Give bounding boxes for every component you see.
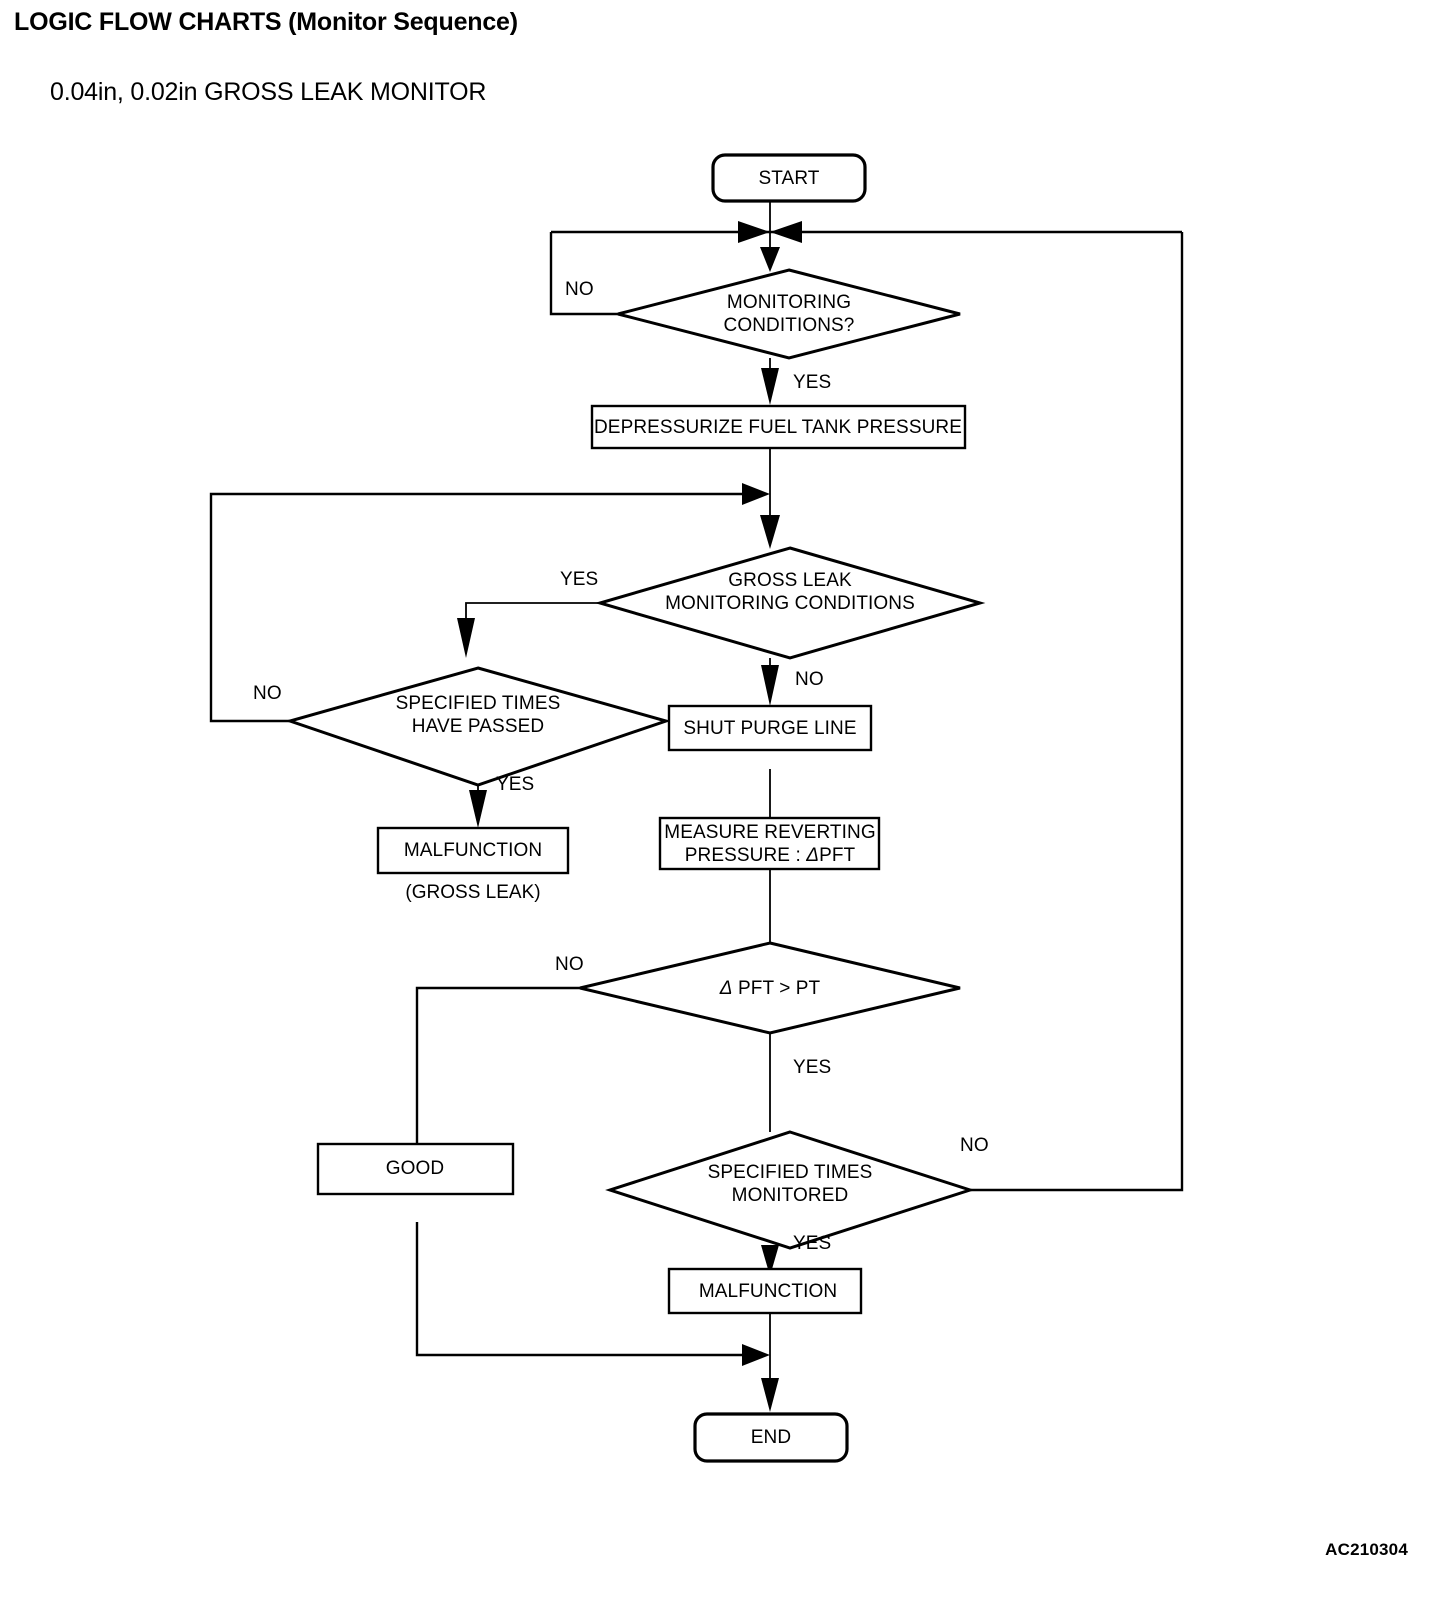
edge-times-passed-no xyxy=(209,492,745,723)
edge-label-pft-yes: YES xyxy=(793,1057,831,1078)
delta-icon: Δ xyxy=(805,845,819,866)
arrowhead-to-end xyxy=(761,1378,779,1412)
node-specified-times-monitored-line2: MONITORED xyxy=(732,1185,849,1206)
arrowhead-right-return xyxy=(770,221,802,243)
node-measure-reverting-pressure-line1: MEASURE REVERTING xyxy=(664,822,875,843)
edge-label-mon-cond-no: NO xyxy=(565,279,594,300)
page-title: LOGIC FLOW CHARTS (Monitor Sequence) xyxy=(14,8,518,36)
node-start xyxy=(711,153,867,203)
edge-good-to-end xyxy=(415,1222,745,1357)
edge-times-mon-no xyxy=(970,232,1184,1192)
node-end-label: END xyxy=(751,1427,791,1448)
node-end xyxy=(693,1412,849,1463)
node-measure-reverting-pressure-line2: PRESSURE : ΔPFT xyxy=(685,845,856,866)
edge-pft-no xyxy=(415,986,600,1170)
edge-label-mon-cond-yes: YES xyxy=(793,372,831,393)
node-monitoring-conditions xyxy=(617,268,961,360)
node-malfunction-final-label: MALFUNCTION xyxy=(699,1281,837,1302)
edge-label-times-passed-no: NO xyxy=(253,683,282,704)
delta-icon-compare: Δ xyxy=(719,978,733,999)
node-specified-times-passed-line2: HAVE PASSED xyxy=(412,716,544,737)
arrowhead-to-depressurize xyxy=(761,368,779,405)
figure-code: AC210304 xyxy=(1325,1540,1408,1559)
node-monitoring-conditions-line2: CONDITIONS? xyxy=(724,315,855,336)
node-depressurize-label: DEPRESSURIZE FUEL TANK PRESSURE xyxy=(594,417,962,438)
node-start-label: START xyxy=(758,168,819,189)
node-malfunction-gross xyxy=(376,826,570,875)
node-pft-comparison xyxy=(579,941,961,1035)
node-specified-times-passed-line1: SPECIFIED TIMES xyxy=(396,693,561,714)
page-subtitle: 0.04in, 0.02in GROSS LEAK MONITOR xyxy=(50,78,487,106)
measure-line2-suffix: PFT xyxy=(819,845,855,866)
edge-gross-yes xyxy=(465,602,600,630)
edge-label-times-passed-yes: YES xyxy=(496,774,534,795)
measure-line2-prefix: PRESSURE : xyxy=(685,845,806,866)
edge-label-gross-no: NO xyxy=(795,669,824,690)
arrowhead-to-shut-purge xyxy=(761,665,779,706)
edge-label-pft-no: NO xyxy=(555,954,584,975)
node-specified-times-monitored-line1: SPECIFIED TIMES xyxy=(708,1162,873,1183)
edge-label-gross-yes: YES xyxy=(560,569,598,590)
arrowhead-good-merge xyxy=(742,1344,770,1366)
node-specified-times-passed xyxy=(284,666,672,787)
node-good xyxy=(316,1142,515,1196)
node-gross-leak-conditions-line1: GROSS LEAK xyxy=(728,570,852,591)
node-specified-times-monitored xyxy=(605,1130,975,1250)
node-malfunction-final xyxy=(667,1267,863,1315)
node-monitoring-conditions-line1: MONITORING xyxy=(727,292,851,313)
arrowhead-to-malf-final xyxy=(761,1245,779,1276)
pft-comparison-rest: PFT > PT xyxy=(733,978,821,999)
edge-label-times-mon-no: NO xyxy=(960,1135,989,1156)
node-shut-purge-line-label: SHUT PURGE LINE xyxy=(683,718,856,739)
arrowhead-gross-yes xyxy=(457,618,475,658)
arrowhead-to-gross-cond xyxy=(760,515,780,549)
node-depressurize xyxy=(590,404,967,450)
arrowhead-to-malf-gross xyxy=(469,790,487,828)
node-measure-reverting-pressure xyxy=(658,816,881,871)
edge-label-times-mon-yes: YES xyxy=(793,1233,831,1254)
node-gross-leak-conditions xyxy=(594,546,986,660)
arrowhead-left-return xyxy=(738,221,770,243)
node-good-label: GOOD xyxy=(386,1158,444,1179)
edge-mon-cond-no xyxy=(549,232,618,316)
node-gross-leak-conditions-line2: MONITORING CONDITIONS xyxy=(665,593,915,614)
arrowhead-times-passed-no xyxy=(742,483,770,505)
node-malfunction-gross-note: (GROSS LEAK) xyxy=(405,882,540,903)
node-malfunction-gross-label: MALFUNCTION xyxy=(404,840,542,861)
node-pft-comparison-label: Δ PFT > PT xyxy=(719,978,821,999)
arrowhead-to-mon-cond xyxy=(760,247,780,272)
node-shut-purge-line xyxy=(667,704,873,752)
